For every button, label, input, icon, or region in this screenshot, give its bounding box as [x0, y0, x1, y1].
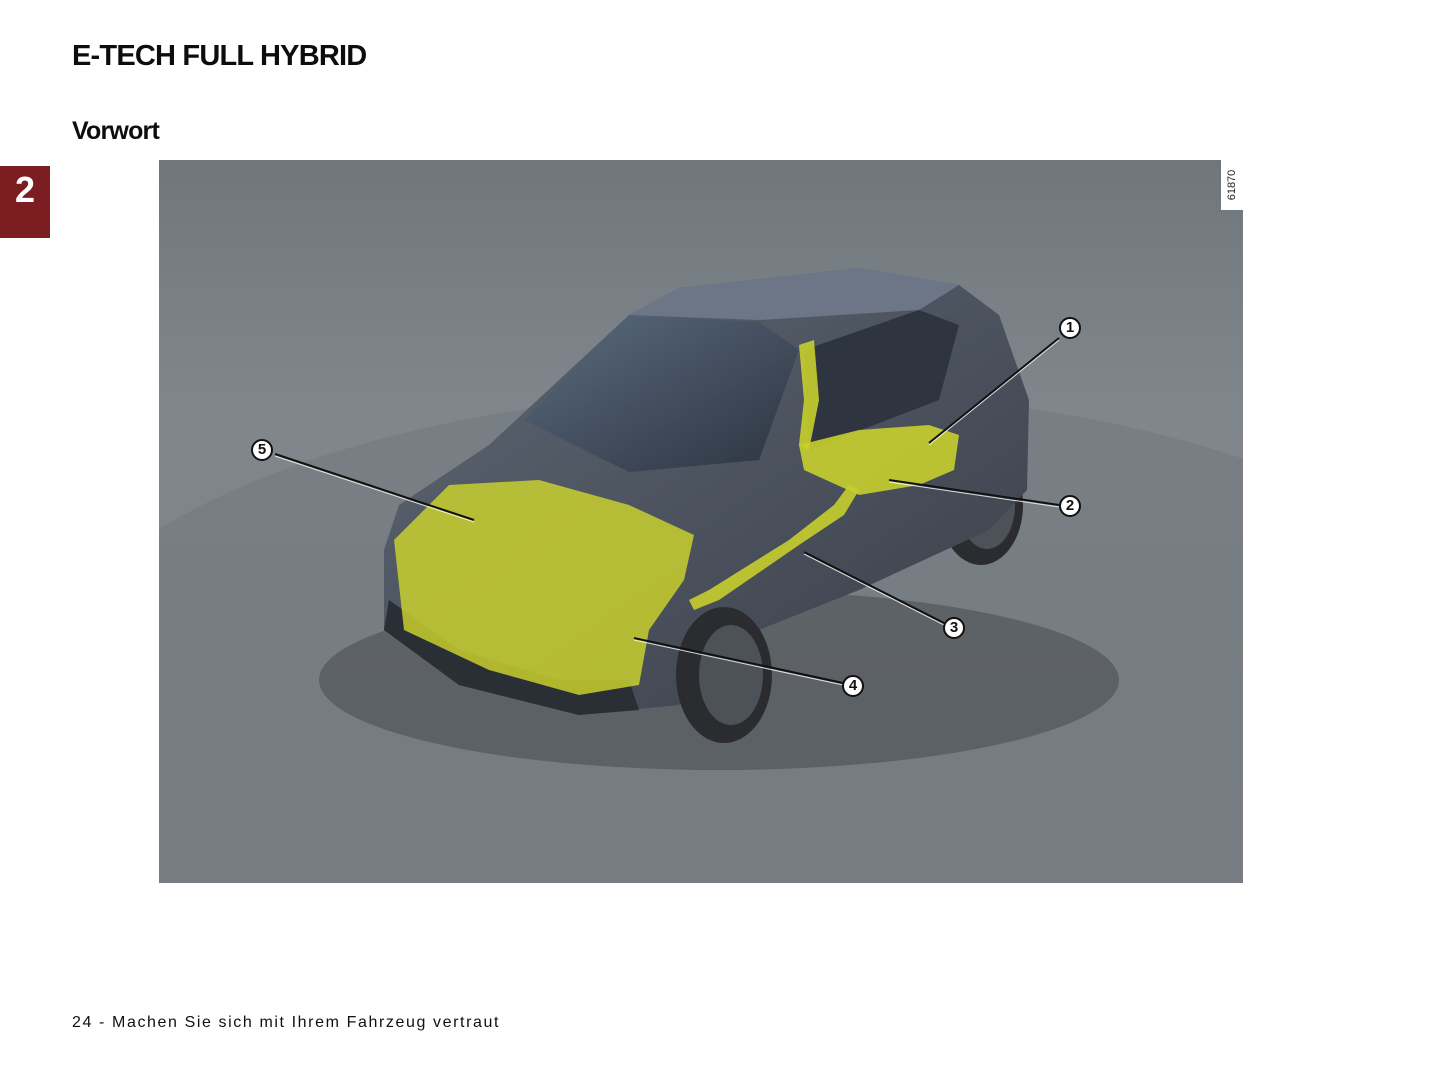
chapter-tab: 2	[0, 166, 50, 238]
hybrid-vehicle-illustration	[159, 160, 1243, 883]
car-illustration-graphic	[159, 160, 1243, 883]
callout-3: 3	[943, 617, 965, 639]
section-title: Vorwort	[72, 117, 160, 145]
callout-1: 1	[1059, 317, 1081, 339]
page-title: E-TECH FULL HYBRID	[72, 40, 367, 72]
page-footer: 24 - Machen Sie sich mit Ihrem Fahrzeug …	[72, 1014, 501, 1031]
callout-4: 4	[842, 675, 864, 697]
callout-2: 2	[1059, 495, 1081, 517]
figure-reference-number: 61870	[1221, 160, 1243, 210]
callout-5: 5	[251, 439, 273, 461]
